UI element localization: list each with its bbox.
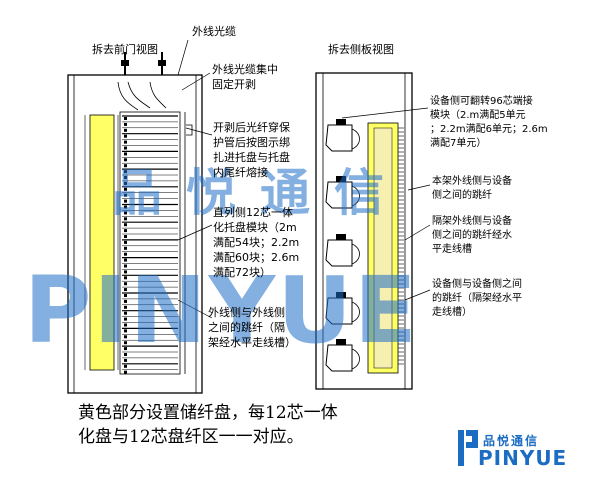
label-equip-flip: 设备侧可翻转96芯端接 模块（2.m满配5单元 ；2.2m满配6单元；2.6m … xyxy=(430,96,548,149)
flip-module-icon xyxy=(325,234,360,267)
tray-modules xyxy=(122,115,178,374)
flip-modules xyxy=(325,119,360,372)
flip-module-icon xyxy=(325,339,360,372)
brand-logo-icon xyxy=(458,430,478,466)
front-cabinet xyxy=(67,52,203,394)
label-outer-cable: 外线光缆 xyxy=(192,25,236,38)
left-view-title: 拆去前门视图 xyxy=(92,43,158,56)
label-strip-protect: 开剥后光纤穿保 护管后按图示绑 扎进托盘与托盘 内尾纤熔接 xyxy=(213,121,290,179)
side-cabinet xyxy=(315,72,413,390)
caption-line-1: 黄色部分设置储纤盘，每12芯一体 xyxy=(78,403,338,423)
cable-entry-icon xyxy=(121,52,166,75)
leader-lines xyxy=(177,39,431,319)
label-cross-rack: 隔架外线侧与设备 侧之间的跳纤经水 平走线槽 xyxy=(432,216,512,255)
flip-module-icon xyxy=(325,119,360,152)
label-equip-equip: 设备侧与设备侧之间 的跳纤（隔架经水平 走线槽） xyxy=(432,279,522,318)
label-same-rack: 本架外线侧与设备 侧之间的跳纤 xyxy=(432,176,512,201)
flip-module-icon xyxy=(325,176,360,209)
right-view-title: 拆去侧板视图 xyxy=(328,43,394,56)
label-cable-fix: 外线光缆集中 固定开剥 xyxy=(212,63,278,91)
label-outer-jump: 外线侧与外线侧 之间的跳纤（隔 架经水平走线槽） xyxy=(208,306,296,349)
caption-line-2: 化盘与12芯盘纤区一一对应。 xyxy=(78,427,304,447)
front-storage-panel xyxy=(89,114,115,371)
logo-latin: PINYUE xyxy=(478,446,568,470)
watermark-latin: PINYUE xyxy=(24,257,419,364)
flip-module-icon xyxy=(325,292,360,325)
watermark-chinese: 品悦通信 xyxy=(112,164,408,222)
label-module-spec: 直列侧12芯一体 化托盘模块（2m 满配54块；2.2m 满配60块；2.6m … xyxy=(213,206,300,279)
logo-chinese: 品悦通信 xyxy=(483,434,540,448)
